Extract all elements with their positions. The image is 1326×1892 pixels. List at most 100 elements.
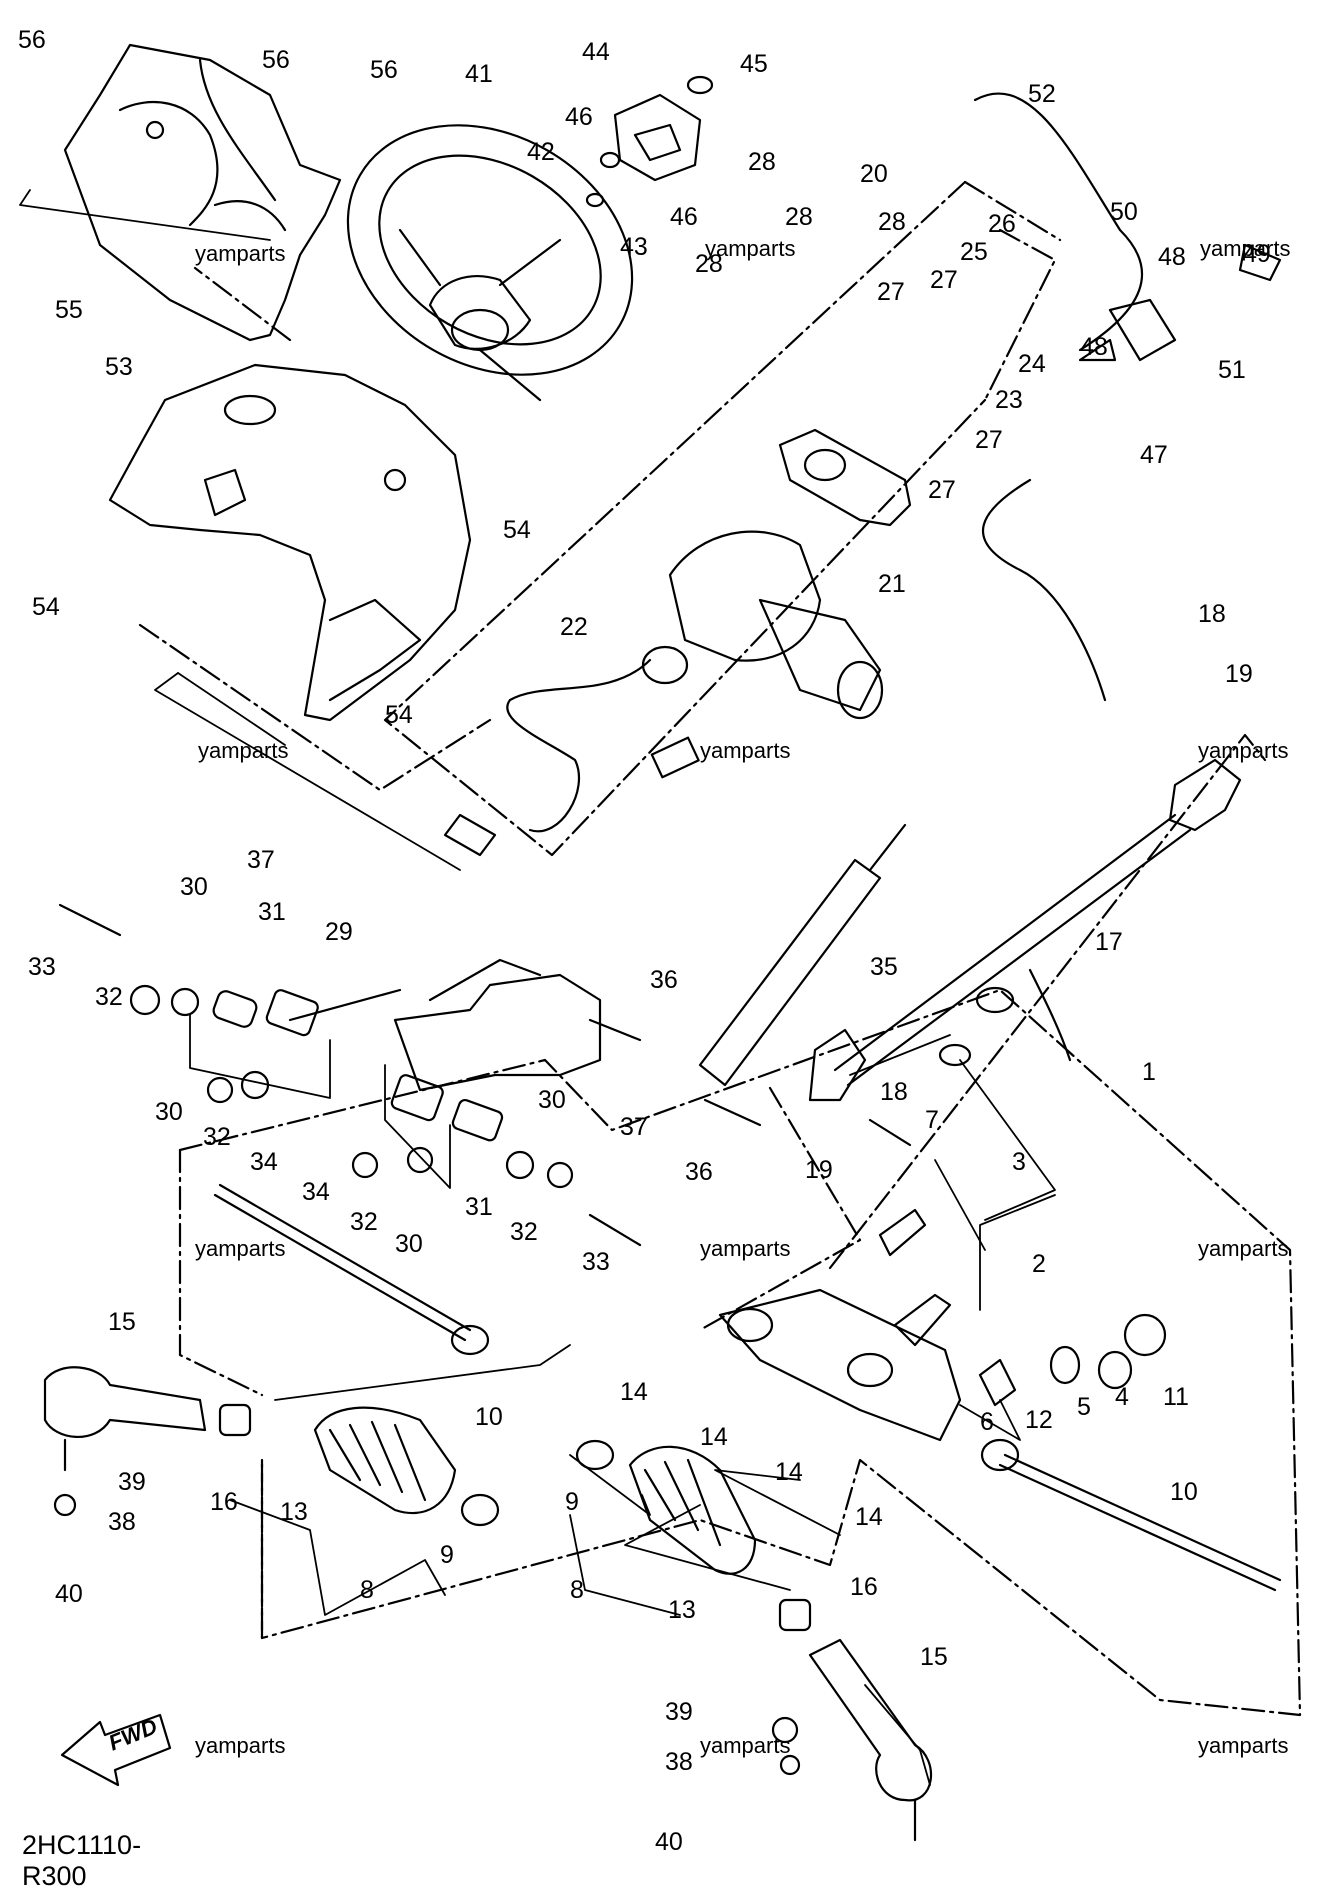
watermark: yamparts: [195, 1733, 286, 1758]
callout-label: 15: [920, 1643, 948, 1671]
callout-label: 45: [740, 50, 768, 78]
callout-label: 37: [247, 846, 275, 874]
damper-35: [698, 823, 907, 1087]
boot-right-8: [575, 1439, 757, 1575]
callout-label: 38: [665, 1748, 693, 1776]
callout-label: 30: [155, 1098, 183, 1126]
callout-label: 33: [582, 1248, 610, 1276]
callout-label: 5: [1077, 1393, 1091, 1421]
rack-housing: [718, 1208, 1017, 1442]
callout-label: 17: [1095, 928, 1123, 956]
steering-wheel-41: [346, 124, 634, 402]
callout-label: 55: [55, 296, 83, 324]
callout-label: 47: [1140, 441, 1168, 469]
horn-cap-44: [585, 75, 714, 208]
callout-label: 4: [1115, 1383, 1129, 1411]
callout-label: 11: [1163, 1383, 1189, 1411]
callout-label: 48: [1080, 333, 1108, 361]
intermediate-shaft-17: [808, 758, 1242, 1102]
callout-label: 30: [538, 1086, 566, 1114]
callout-label: 56: [18, 26, 46, 54]
watermark: yamparts: [700, 1236, 791, 1261]
watermark: yamparts: [1198, 1733, 1289, 1758]
callout-label: 46: [670, 203, 698, 231]
callout-label: 33: [28, 953, 56, 981]
column-bracket-21: [778, 428, 912, 527]
watermark: yamparts: [198, 738, 289, 763]
callout-label: 40: [655, 1828, 683, 1856]
watermark: yamparts: [700, 738, 791, 763]
callout-label: 19: [1225, 660, 1253, 688]
callout-label: 44: [582, 38, 610, 66]
callout-label: 36: [650, 966, 678, 994]
callout-label: 28: [878, 208, 906, 236]
callout-label: 30: [395, 1230, 423, 1258]
group-frame-rack: [178, 988, 1302, 1717]
fwd-arrow-icon: [60, 1713, 172, 1787]
callout-label: 31: [465, 1193, 493, 1221]
callout-label: 16: [210, 1488, 238, 1516]
tie-rod-left-10: [213, 1183, 490, 1356]
callout-label: 8: [360, 1576, 374, 1604]
callout-label: 34: [250, 1148, 278, 1176]
callout-label: 6: [980, 1408, 994, 1436]
callout-label: 14: [855, 1503, 883, 1531]
watermark: yamparts: [195, 1236, 286, 1261]
callout-label: 32: [203, 1123, 231, 1151]
callout-label: 20: [860, 160, 888, 188]
watermark: yamparts: [1200, 236, 1291, 261]
callout-label: 18: [880, 1078, 908, 1106]
tie-rod-end-left-15: [43, 1366, 207, 1517]
tie-rod-right-10: [980, 1438, 1282, 1592]
callout-label: 18: [1198, 600, 1226, 628]
callout-label: 41: [465, 60, 493, 88]
callout-label: 14: [775, 1458, 803, 1486]
callout-label: 14: [700, 1423, 728, 1451]
bushings: [129, 984, 574, 1189]
callout-label: 31: [258, 898, 286, 926]
callout-label: 35: [870, 953, 898, 981]
callout-label: 10: [475, 1403, 503, 1431]
callout-label: 28: [748, 148, 776, 176]
callout-label: 27: [877, 278, 905, 306]
callout-label: 26: [988, 210, 1016, 238]
callout-label: 13: [668, 1596, 696, 1624]
leader-lines: [19, 189, 1056, 1786]
callout-label: 30: [180, 873, 208, 901]
callout-label: 39: [665, 1698, 693, 1726]
diagram-code: 2HC1110-R300: [22, 1830, 142, 1891]
callout-label: 29: [325, 918, 353, 946]
callout-label: 32: [510, 1218, 538, 1246]
small-parts: [218, 92, 1282, 1632]
boot-left-8: [313, 1406, 500, 1527]
watermark: yamparts: [705, 236, 796, 261]
callout-label: 49: [1243, 240, 1271, 268]
callout-label: 28: [695, 250, 723, 278]
callout-label: 50: [1110, 198, 1138, 226]
watermark: yamparts: [1198, 1236, 1289, 1261]
callout-label: 15: [108, 1308, 136, 1336]
callout-label: 54: [503, 516, 531, 544]
callout-label: 21: [878, 570, 906, 598]
callout-label: 27: [930, 266, 958, 294]
callout-label: 52: [1028, 80, 1056, 108]
watermark: yamparts: [700, 1733, 791, 1758]
callout-label: 53: [105, 353, 133, 381]
callout-label: 36: [685, 1158, 713, 1186]
callout-label: 38: [108, 1508, 136, 1536]
group-frame-shaft: [698, 733, 1267, 1332]
front-cover-55: [63, 43, 342, 342]
callout-label: 24: [1018, 350, 1046, 378]
callout-label: 22: [560, 613, 588, 641]
callout-label: 14: [620, 1378, 648, 1406]
group-frame-steering-column: [383, 180, 1062, 857]
callout-label: 8: [570, 1576, 584, 1604]
callout-label: 16: [850, 1573, 878, 1601]
callout-label: 27: [975, 426, 1003, 454]
callout-label: 9: [565, 1488, 579, 1516]
watermark: yamparts: [195, 241, 286, 266]
eps-unit-22: [443, 530, 884, 857]
callout-label: 40: [55, 1580, 83, 1608]
callout-label: 2: [1032, 1250, 1046, 1278]
